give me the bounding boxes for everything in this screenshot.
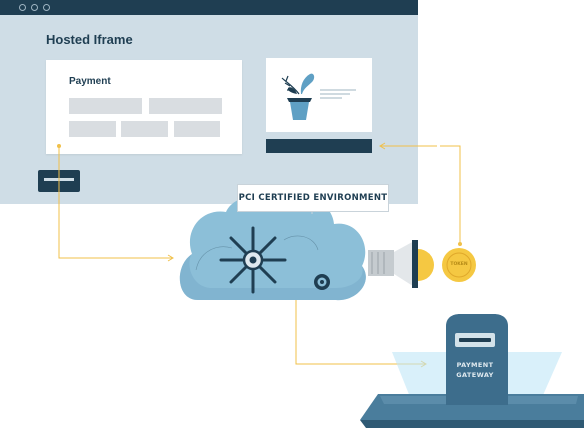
- pci-environment-label: PCI CERTIFIED ENVIRONMENT: [237, 184, 389, 212]
- payment-form-card: Payment: [46, 60, 242, 154]
- submit-button: [266, 139, 372, 153]
- cvv-field: [121, 121, 168, 137]
- gateway-platform: [360, 352, 584, 428]
- page-title: Hosted Iframe: [46, 32, 133, 47]
- browser-window: Hosted Iframe Payment: [0, 0, 418, 204]
- card-name-field: [149, 98, 222, 114]
- gateway-label: PAYMENT GATEWAY: [450, 360, 500, 380]
- zip-field: [174, 121, 220, 137]
- browser-title-bar: [0, 0, 418, 15]
- gateway-label-line1: PAYMENT: [456, 361, 494, 369]
- token-label: TOKEN: [450, 262, 468, 267]
- arrow-token-to-form: [379, 142, 462, 246]
- plant-icon: [281, 73, 356, 120]
- vault-wheel-icon: [219, 226, 287, 294]
- payment-form-label: Payment: [69, 76, 111, 87]
- card-number-field: [69, 98, 142, 114]
- coin-half-icon: [418, 249, 434, 281]
- expiry-field: [69, 121, 116, 137]
- gateway-label-line2: GATEWAY: [456, 371, 494, 379]
- window-dot-icon: [43, 4, 50, 11]
- window-dot-icon: [19, 4, 26, 11]
- lock-knob-icon: [314, 274, 330, 290]
- payment-gateway-box: [446, 314, 508, 405]
- window-dot-icon: [31, 4, 38, 11]
- output-nozzle-icon: [368, 240, 418, 288]
- arrow-card-to-cloud: [57, 144, 174, 262]
- product-card: [266, 58, 372, 132]
- token-coin-icon: [442, 248, 476, 282]
